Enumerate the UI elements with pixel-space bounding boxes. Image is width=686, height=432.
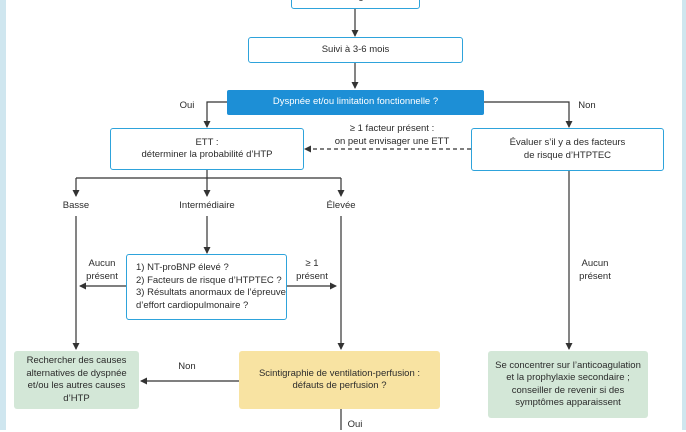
label-non-bottom: Non — [178, 361, 196, 372]
scintigraphie-box: Scintigraphie de ventilation-perfusion :… — [239, 351, 440, 409]
right-frame-border — [682, 0, 686, 430]
label-facteur-present: ≥ 1 facteur présent : on peut envisager … — [334, 123, 450, 147]
questions-box: 1) NT-proBNP élevé ? 2) Facteurs de risq… — [126, 254, 287, 320]
suivi-box: Suivi à 3-6 mois — [248, 37, 463, 63]
label-intermediaire: Intermédiaire — [179, 200, 235, 211]
anticoagulant-box: Anticoagulant — [291, 0, 420, 9]
ett-box: ETT : déterminer la probabilité d’HTP — [110, 128, 304, 170]
rechercher-box: Rechercher des causes alternatives de dy… — [14, 351, 139, 409]
concentrer-box: Se concentrer sur l’anticoagulation et l… — [488, 351, 648, 418]
edge-dyspnee-non — [484, 101, 573, 128]
edge-dyspnee-oui — [203, 101, 227, 128]
dyspnee-box: Dyspnée et/ou limitation fonctionnelle ? — [227, 90, 484, 115]
label-aucun-present-right: Aucun présent — [579, 258, 611, 282]
evaluer-box: Évaluer s’il y a des facteurs de risque … — [471, 128, 664, 171]
label-elevee: Élevée — [326, 200, 356, 211]
label-oui-bottom: Oui — [347, 419, 363, 430]
label-aucun-present-left: Aucun présent — [86, 258, 118, 282]
label-basse: Basse — [62, 200, 90, 211]
label-facteur-right: ≥ 1 présent — [296, 258, 328, 282]
left-frame-border — [0, 0, 6, 430]
label-non-top: Non — [578, 100, 596, 111]
label-oui-top: Oui — [179, 100, 195, 111]
